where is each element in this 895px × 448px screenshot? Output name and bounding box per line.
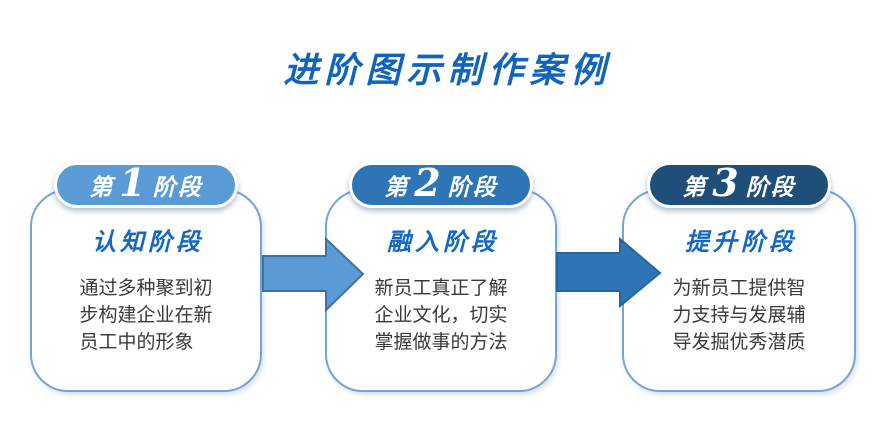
stage-description-3: 为新员工提供智 力支持与发展辅 导发掘优秀潜质 [672,277,806,353]
stage-badge-2: 第 2 阶段 [349,162,533,208]
badge-prefix: 第 [682,175,708,201]
badge-suffix: 阶段 [447,175,498,201]
badge-prefix: 第 [384,175,410,201]
stage-heading-3: 提升阶段 [685,228,797,256]
arrow-shape [262,236,365,313]
stage-description-1: 通过多种聚到初 步构建企业在新 员工中的形象 [79,277,213,353]
stage-description-2: 新员工真正了解 企业文化，切实 掌握做事的方法 [374,277,508,353]
stage-heading-1: 认知阶段 [92,228,204,256]
stage-card-3: 第 3 阶段 提升阶段 为新员工提供智 力支持与发展辅 导发掘优秀潜质 [622,162,856,392]
badge-suffix: 阶段 [152,175,203,201]
stage-card-1: 第 1 阶段 认知阶段 通过多种聚到初 步构建企业在新 员工中的形象 [30,162,262,392]
badge-prefix: 第 [89,175,115,201]
badge-number: 2 [414,160,441,205]
badge-number: 1 [119,160,146,205]
arrow-right-icon [556,236,662,309]
stage-heading-2: 融入阶段 [387,228,499,256]
stage-badge-1: 第 1 阶段 [54,162,238,208]
badge-number: 3 [712,160,739,205]
stage-card-2: 第 2 阶段 融入阶段 新员工真正了解 企业文化，切实 掌握做事的方法 [325,162,557,392]
page-title: 进阶图示制作案例 [283,51,612,91]
stage-badge-3: 第 3 阶段 [647,162,831,208]
arrow-right-icon [262,236,365,313]
arrow-shape [556,236,662,309]
badge-suffix: 阶段 [745,175,796,201]
